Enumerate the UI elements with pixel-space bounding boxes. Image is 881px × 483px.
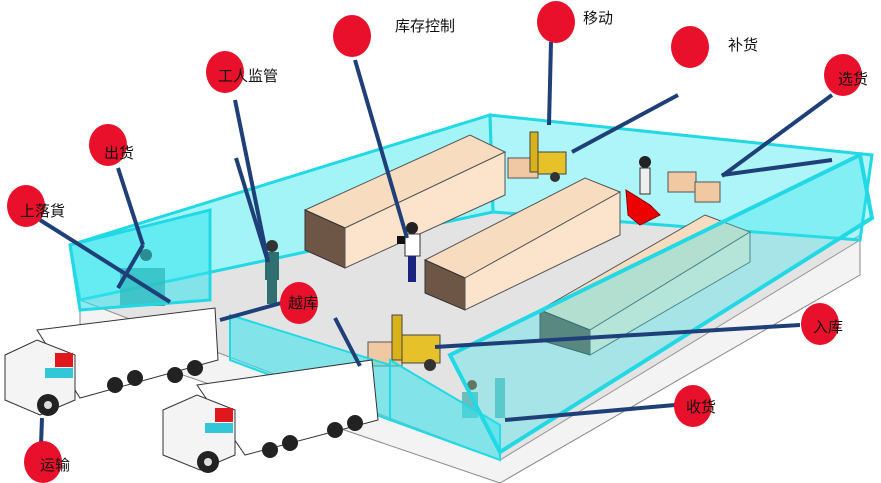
leader-lines (38, 41, 833, 446)
leader-receiving (504, 403, 676, 422)
label-replenish: 补货 (728, 36, 758, 54)
label-worker-supervision: 工人监管 (218, 67, 278, 85)
leader-cross-dock-b (333, 317, 362, 367)
worker-supervisor (265, 240, 279, 304)
label-shipping: 出货 (104, 144, 134, 162)
marker-move (537, 1, 575, 43)
marker-transport (24, 441, 62, 483)
label-transport: 运输 (40, 456, 70, 474)
marker-worker-supervision (206, 51, 244, 93)
leader-move (547, 41, 553, 126)
marker-loading (7, 185, 45, 227)
leader-shipping (116, 243, 145, 290)
leader-putaway (434, 323, 801, 349)
receiving-wall (389, 358, 501, 462)
label-picking: 选货 (838, 70, 868, 88)
pallet-jack (625, 156, 721, 226)
marker-inventory-control (333, 15, 371, 57)
marker-picking (824, 54, 862, 96)
right-wall (447, 152, 875, 455)
leader-loading (38, 218, 172, 304)
storage-row-1 (303, 134, 507, 269)
label-move: 移动 (583, 9, 613, 27)
leader-transport (39, 417, 44, 446)
truck-1 (4, 307, 219, 416)
leader-inventory-control (353, 59, 409, 239)
marker-receiving (674, 385, 712, 427)
marker-shipping (89, 124, 127, 166)
leader-cross-dock-a (219, 300, 286, 322)
label-inventory-control: 库存控制 (395, 17, 455, 35)
storage-row-3 (538, 214, 752, 356)
label-receiving: 收货 (686, 398, 716, 416)
left-front-wall (68, 208, 212, 312)
forklift-front (367, 314, 441, 371)
label-loading-unloading: 上落貨 (20, 202, 65, 220)
markers (7, 1, 862, 483)
storage-row-2 (423, 177, 622, 311)
label-putaway: 入库 (813, 318, 843, 336)
forklift-back (507, 131, 567, 182)
truck-2 (162, 359, 379, 473)
marker-replenish (671, 26, 709, 68)
marker-putaway (801, 303, 839, 345)
label-cross-docking: 越库 (288, 294, 318, 312)
worker-scanner (397, 222, 421, 282)
leader-replenish (571, 93, 679, 154)
marker-cross-dock (280, 282, 318, 324)
leader-picking (721, 158, 833, 177)
